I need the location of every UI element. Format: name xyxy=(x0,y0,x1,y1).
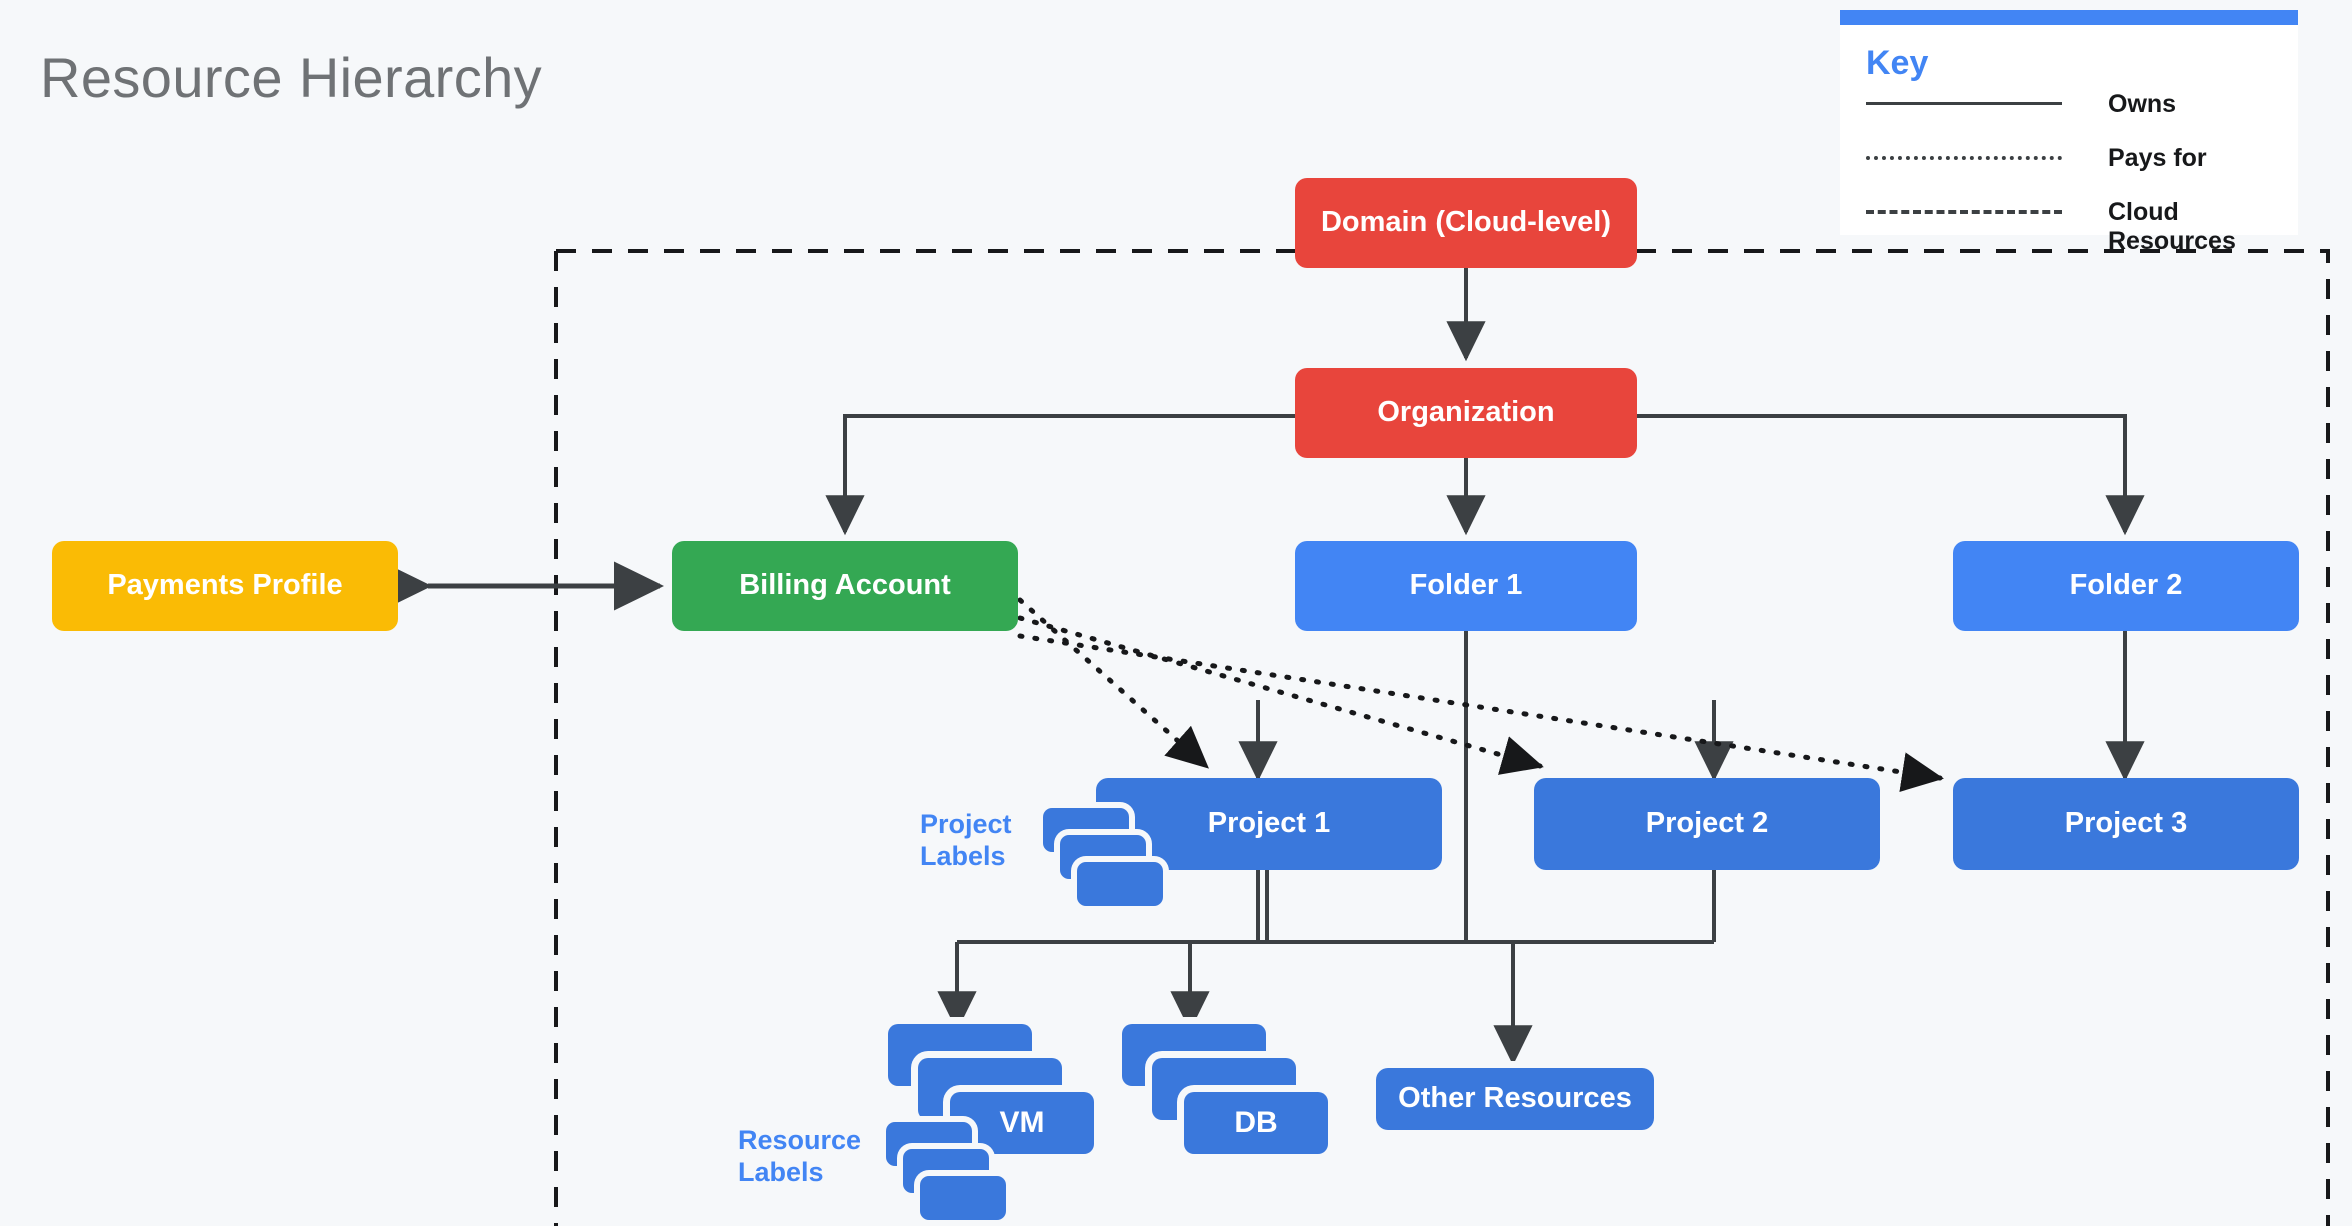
node-vm-label: VM xyxy=(999,1106,1045,1139)
key-panel-title: Key xyxy=(1866,44,1929,82)
cloud-resources-line-sample xyxy=(1866,210,2062,214)
node-folder-1[interactable]: Folder 1 xyxy=(1295,541,1637,631)
key-panel-accent-bar xyxy=(1840,10,2298,25)
node-project-1-label: Project 1 xyxy=(1207,807,1331,840)
key-legend-row-owns: Owns xyxy=(1866,90,2276,144)
node-payments-profile-label: Payments Profile xyxy=(107,569,343,602)
key-legend-row-cloud-resources: Cloud Resources xyxy=(1866,198,2276,255)
key-panel: Key Owns Pays for Cloud Resources xyxy=(1840,10,2298,255)
key-legend-label: Owns xyxy=(2108,90,2177,118)
page-title: Resource Hierarchy xyxy=(40,46,543,109)
pays-for-line-sample xyxy=(1866,156,2062,160)
node-project-2-label: Project 2 xyxy=(1645,807,1769,840)
node-billing-account[interactable]: Billing Account xyxy=(672,541,1018,631)
node-project-3[interactable]: Project 3 xyxy=(1953,778,2299,870)
node-organization[interactable]: Organization xyxy=(1295,368,1637,458)
node-payments-profile[interactable]: Payments Profile xyxy=(52,541,398,631)
db-card-front[interactable]: DB xyxy=(1184,1092,1328,1154)
node-other-resources[interactable]: Other Resources xyxy=(1376,1068,1654,1130)
key-legend-row-pays-for: Pays for xyxy=(1866,144,2276,198)
node-project-2[interactable]: Project 2 xyxy=(1534,778,1880,870)
node-db-label: DB xyxy=(1234,1106,1278,1139)
resource-label-chip xyxy=(920,1176,1006,1220)
node-billing-account-label: Billing Account xyxy=(739,569,951,602)
node-folder-2[interactable]: Folder 2 xyxy=(1953,541,2299,631)
caption-project-labels-line2: Labels xyxy=(920,841,1006,872)
vm-card-front[interactable]: VM xyxy=(950,1092,1094,1154)
owns-line-sample xyxy=(1866,102,2062,105)
node-organization-label: Organization xyxy=(1377,396,1555,429)
node-folder-1-label: Folder 1 xyxy=(1409,569,1523,602)
key-legend-label: Pays for xyxy=(2108,144,2207,172)
caption-resource-labels-line1: Resource xyxy=(738,1125,862,1155)
node-domain-label: Domain (Cloud-level) xyxy=(1320,206,1611,239)
caption-project-labels-line1: Project xyxy=(920,809,1012,839)
key-legend-rows: Owns Pays for Cloud Resources xyxy=(1866,90,2276,255)
caption-resource-labels: Resource Labels xyxy=(738,1124,918,1189)
node-folder-2-label: Folder 2 xyxy=(2069,569,2183,602)
node-project-1[interactable]: Project 1 xyxy=(1096,778,1442,870)
caption-project-labels: Project Labels xyxy=(920,808,1080,873)
node-project-3-label: Project 3 xyxy=(2064,807,2188,840)
caption-resource-labels-line2: Labels xyxy=(738,1157,824,1188)
node-domain[interactable]: Domain (Cloud-level) xyxy=(1295,178,1637,268)
key-legend-label: Cloud Resources xyxy=(2108,198,2236,255)
node-other-resources-label: Other Resources xyxy=(1398,1082,1632,1115)
project-label-chip xyxy=(1077,862,1163,906)
